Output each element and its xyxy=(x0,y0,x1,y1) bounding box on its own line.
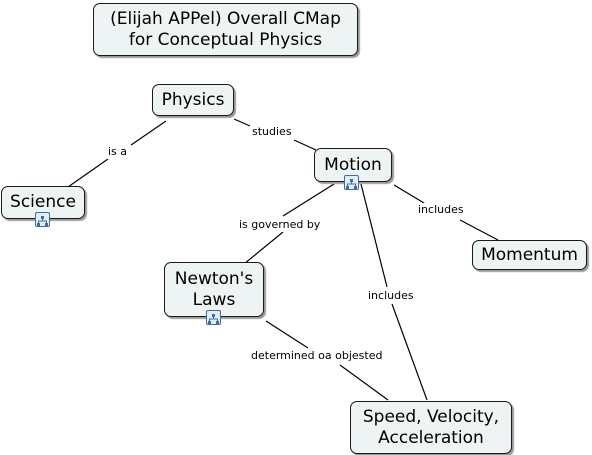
line-isa-science xyxy=(67,158,109,188)
map-title: (Elijah APPel) Overall CMap for Conceptu… xyxy=(93,3,358,56)
concept-map-icon[interactable] xyxy=(35,212,50,227)
link-label-studies: studies xyxy=(250,125,294,139)
link-label-determined: determined oa objested xyxy=(249,349,385,363)
line-newton-determined xyxy=(265,320,309,349)
concept-map-glyph xyxy=(346,179,357,189)
line-includes2-speed xyxy=(391,303,428,401)
line-includes1-momentum xyxy=(459,219,499,241)
concept-speed-velocity-acceleration[interactable]: Speed, Velocity, Acceleration xyxy=(350,401,512,454)
line-governed-newton xyxy=(243,231,284,265)
line-physics-studies xyxy=(233,118,251,127)
concept-physics[interactable]: Physics xyxy=(152,84,234,116)
concept-map-glyph xyxy=(37,216,48,226)
link-label-is-governed-by: is governed by xyxy=(237,218,323,232)
line-motion-includes2 xyxy=(360,183,388,288)
line-motion-includes1 xyxy=(393,184,425,204)
link-label-includes-momentum: includes xyxy=(416,203,466,217)
link-label-includes-speed: includes xyxy=(366,289,416,303)
concept-map-glyph xyxy=(208,314,219,324)
concept-momentum[interactable]: Momentum xyxy=(472,240,587,270)
link-label-is-a: is a xyxy=(106,145,130,159)
line-motion-governed xyxy=(282,183,335,217)
line-studies-motion xyxy=(293,139,317,151)
concept-newtons-laws[interactable]: Newton's Laws xyxy=(164,262,264,317)
concept-map-icon[interactable] xyxy=(206,310,221,325)
concept-map-icon[interactable] xyxy=(344,175,359,190)
line-physics-isa xyxy=(130,120,167,146)
line-determined-speed xyxy=(339,364,389,401)
